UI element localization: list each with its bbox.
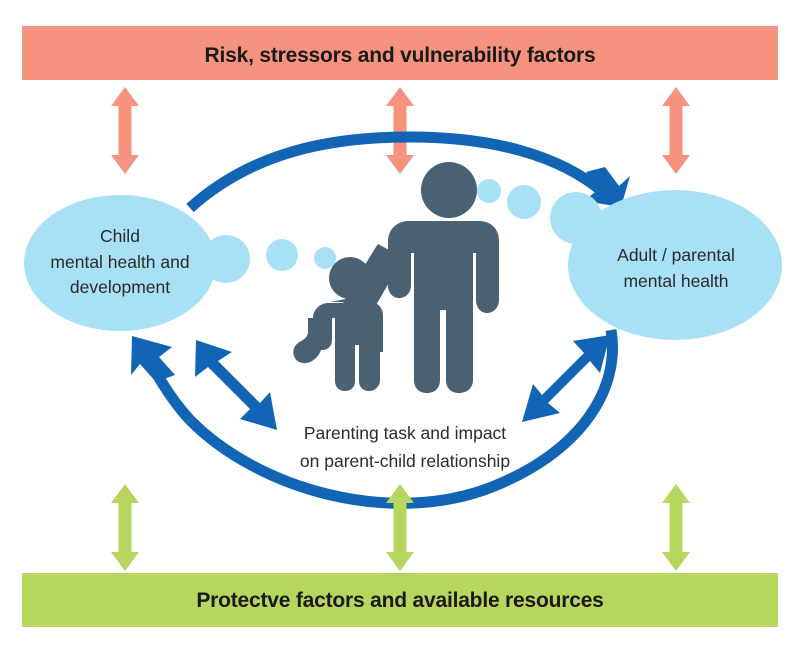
child-parenting-bidirectional-arrow xyxy=(195,340,277,430)
protective-arrow-right xyxy=(662,484,690,571)
risk-arrow-right xyxy=(662,87,690,174)
risk-arrow-center xyxy=(386,87,414,174)
bottom-banner xyxy=(22,573,778,627)
thought-bubble-dots-icon xyxy=(266,179,541,271)
left-cloud-shape xyxy=(24,195,250,331)
adult-to-child-influence-arc xyxy=(131,329,618,509)
risk-arrow-left xyxy=(111,87,139,174)
top-banner xyxy=(22,26,778,80)
adult-figure-icon xyxy=(341,162,499,393)
protective-arrow-center xyxy=(386,484,414,571)
protective-arrow-left xyxy=(111,484,139,571)
right-cloud-shape xyxy=(550,190,782,340)
child-figure-icon xyxy=(293,257,383,391)
child-to-adult-influence-arc xyxy=(186,131,630,213)
adult-parenting-bidirectional-arrow xyxy=(522,335,610,422)
